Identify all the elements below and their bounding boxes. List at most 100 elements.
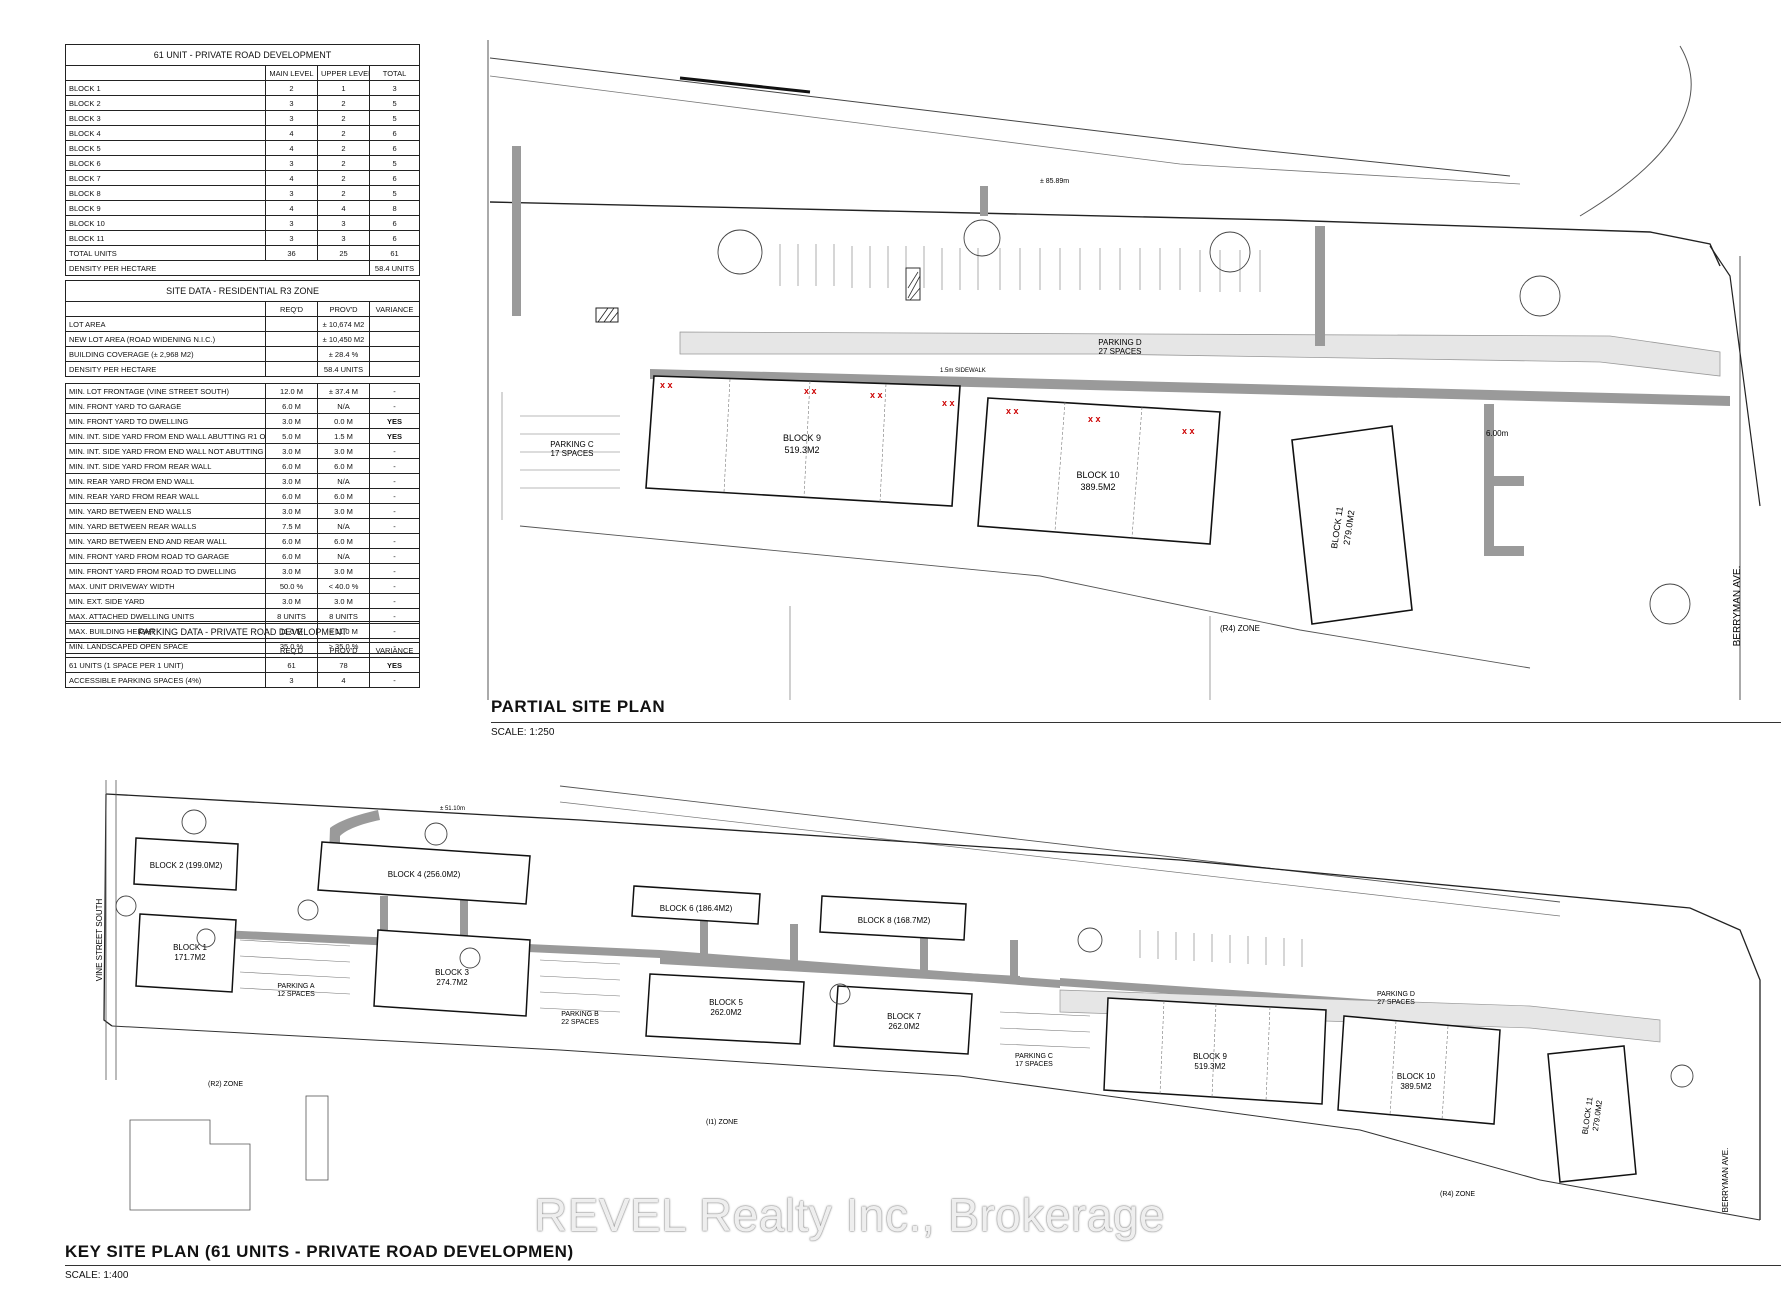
watermark: REVEL Realty Inc., Brokerage: [534, 1189, 1166, 1241]
cell-value: 5: [368, 185, 421, 201]
cell-value: YES: [368, 657, 421, 673]
cell-value: 3.0 M: [317, 443, 370, 459]
cell-value: 4: [265, 140, 318, 156]
cell-value: 3.0 M: [265, 473, 318, 489]
key-property-west: [103, 793, 113, 1027]
cell-value: 58.4 UNITS: [368, 260, 421, 276]
row-label: MAX. UNIT DRIVEWAY WIDTH: [65, 578, 266, 594]
cell-value: 3: [265, 155, 318, 171]
cell-value: -: [368, 563, 421, 579]
row-label: BLOCK 6: [65, 155, 266, 171]
cell-value: 78: [317, 657, 370, 673]
cell-value: 6.0 M: [265, 398, 318, 414]
cell-value: 3: [265, 185, 318, 201]
row-label: MIN. INT. SIDE YARD FROM END WALL ABUTTI…: [65, 428, 266, 444]
key-blocks: [133, 837, 1637, 1183]
cell-value: 3: [265, 110, 318, 126]
cell-value: 58.4 UNITS: [317, 361, 370, 377]
cell-value: -: [368, 443, 421, 459]
key-block-1-name: BLOCK 1: [173, 943, 207, 952]
cell-value: 6: [368, 215, 421, 231]
cell-value: [265, 331, 318, 347]
road-edge-upper: [489, 57, 1511, 177]
key-parking-a-name: PARKING A: [277, 983, 315, 990]
column-header: REQ'D: [265, 642, 318, 658]
road-curve: [1579, 45, 1692, 217]
site-area-row: NEW LOT AREA (ROAD WIDENING N.I.C.)± 10,…: [65, 331, 421, 347]
road-edge-lower: [489, 75, 1521, 185]
cell-value: 7.5 M: [265, 518, 318, 534]
svg-text:x x: x x: [1088, 414, 1101, 424]
column-header: MAIN LEVEL: [265, 65, 318, 81]
row-label: BUILDING COVERAGE (± 2,968 M2): [65, 346, 266, 362]
row-label: MIN. FRONT YARD FROM ROAD TO DWELLING: [65, 563, 266, 579]
cell-value: -: [368, 518, 421, 534]
partial-block-9-area: 519.3M2: [784, 445, 819, 455]
cell-value: 3.0 M: [317, 503, 370, 519]
key-block-5-area: 262.0M2: [710, 1008, 742, 1017]
cell-value: 3.0 M: [317, 563, 370, 579]
cell-value: 2: [317, 155, 370, 171]
parking-c-stalls: [501, 392, 620, 520]
key-trees: [115, 809, 1694, 1088]
column-header: VARIANCE: [368, 642, 421, 658]
cell-value: 5: [368, 110, 421, 126]
key-block-7-name: BLOCK 7: [887, 1012, 921, 1021]
row-label: MIN. REAR YARD FROM REAR WALL: [65, 488, 266, 504]
cell-value: 1: [317, 80, 370, 96]
key-parking-b-spaces: 22 SPACES: [561, 1019, 599, 1026]
column-header: [65, 301, 266, 317]
row-label: MIN. FRONT YARD FROM ROAD TO GARAGE: [65, 548, 266, 564]
unit-table-title: 61 UNIT - PRIVATE ROAD DEVELOPMENT: [64, 44, 421, 66]
cell-value: 61: [368, 245, 421, 261]
accessible-stall: [905, 267, 921, 301]
cell-value: [368, 346, 421, 362]
cell-value: YES: [368, 413, 421, 429]
cell-value: -: [368, 533, 421, 549]
cell-value: 6.0 M: [265, 458, 318, 474]
property-line-south: [519, 525, 1531, 669]
cell-value: N/A: [317, 398, 370, 414]
row-label: BLOCK 4: [65, 125, 266, 141]
row-label: MIN. YARD BETWEEN END AND REAR WALL: [65, 533, 266, 549]
cell-value: 3: [265, 672, 318, 688]
cell-value: 0.0 M: [317, 413, 370, 429]
cell-value: 6.0 M: [265, 533, 318, 549]
row-label: DENSITY PER HECTARE: [65, 361, 266, 377]
partial-site-plan-title: PARTIAL SITE PLAN: [491, 697, 666, 716]
cell-value: 2: [317, 185, 370, 201]
row-label: MIN. FRONT YARD TO DWELLING: [65, 413, 266, 429]
cell-value: -: [368, 473, 421, 489]
block-10-outline: [977, 397, 1221, 545]
key-block-3-area: 274.7M2: [436, 978, 468, 987]
site-area-row: DENSITY PER HECTARE 58.4 UNITS: [65, 361, 421, 377]
partial-dimension: ± 85.89m: [1040, 178, 1069, 185]
cell-value: 2: [317, 170, 370, 186]
cell-value: -: [368, 672, 421, 688]
site-data-row: MIN. FRONT YARD FROM ROAD TO DWELLING 3.0…: [65, 563, 421, 579]
partial-sidewalk-label: 1.5m SIDEWALK: [940, 368, 986, 374]
cell-value: [368, 361, 421, 377]
key-zone-i1: (I1) ZONE: [706, 1119, 738, 1126]
cell-value: [368, 331, 421, 347]
cell-value: 12.0 M: [265, 383, 318, 399]
parking-stalls-north: [779, 244, 1261, 292]
cell-value: -: [368, 398, 421, 414]
row-label: NEW LOT AREA (ROAD WIDENING N.I.C.): [65, 331, 266, 347]
key-zone-r4: (R4) ZONE: [1440, 1191, 1475, 1198]
cell-value: 1.5 M: [317, 428, 370, 444]
key-parking-a-spaces: 12 SPACES: [277, 991, 315, 998]
cell-value: [265, 346, 318, 362]
